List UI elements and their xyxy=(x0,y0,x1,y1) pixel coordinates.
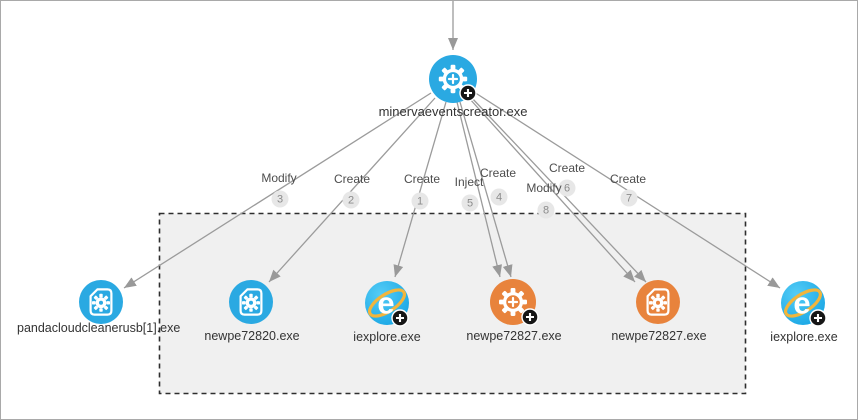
expand-plus-badge[interactable] xyxy=(520,307,540,327)
edge-line-inject-5 xyxy=(456,101,502,278)
process-node-newpe72820[interactable] xyxy=(229,280,273,324)
edge-action-label: Create xyxy=(479,166,517,180)
event-order-badge: 7 xyxy=(620,189,638,207)
edge-action-label: Inject xyxy=(454,175,484,189)
plus-icon xyxy=(391,309,409,327)
process-label: newpe72827.exe xyxy=(611,329,707,343)
expand-plus-badge[interactable] xyxy=(458,83,478,103)
event-order-badge: 8 xyxy=(537,201,555,219)
svg-text:e: e xyxy=(793,286,810,321)
edge-action-label: Create xyxy=(609,172,647,186)
event-order-badge: 2 xyxy=(342,191,360,209)
edge-line-create-2 xyxy=(268,97,436,283)
process-label: iexplore.exe xyxy=(353,330,421,344)
edge-line-create-6 xyxy=(468,97,636,283)
event-order-badge: 5 xyxy=(461,194,479,212)
process-node-newpe72827-2[interactable] xyxy=(636,280,680,324)
expand-plus-badge[interactable] xyxy=(390,308,410,328)
file-gear-icon xyxy=(79,280,123,324)
event-order-badge: 3 xyxy=(271,190,289,208)
file-gear-icon xyxy=(636,280,680,324)
process-label: iexplore.exe xyxy=(770,330,838,344)
edge-action-label: Create xyxy=(333,172,371,186)
edge-line-create-1 xyxy=(393,101,447,278)
svg-text:e: e xyxy=(377,286,394,321)
plus-icon xyxy=(459,84,477,102)
edge-action-label: Modify xyxy=(261,171,297,185)
edge-line-create-4 xyxy=(459,101,513,278)
file-gear-icon xyxy=(229,280,273,324)
event-order-badge: 1 xyxy=(411,192,429,210)
edge-action-label: Create xyxy=(548,161,586,175)
expand-plus-badge[interactable] xyxy=(808,308,828,328)
edge-action-label: Create xyxy=(403,172,441,186)
process-label: pandacloudcleanerusb[1].exe xyxy=(17,321,181,335)
plus-icon xyxy=(809,309,827,327)
plus-icon xyxy=(521,308,539,326)
process-label: newpe72820.exe xyxy=(204,329,300,343)
process-node-pandacloudcleanerusb[interactable] xyxy=(79,280,123,324)
process-label: newpe72827.exe xyxy=(466,329,562,343)
process-label: minervaeventscreator.exe xyxy=(378,104,528,119)
edge-action-label: Modify xyxy=(526,181,562,195)
event-order-badge: 4 xyxy=(490,188,508,206)
event-order-badge: 6 xyxy=(558,179,576,197)
